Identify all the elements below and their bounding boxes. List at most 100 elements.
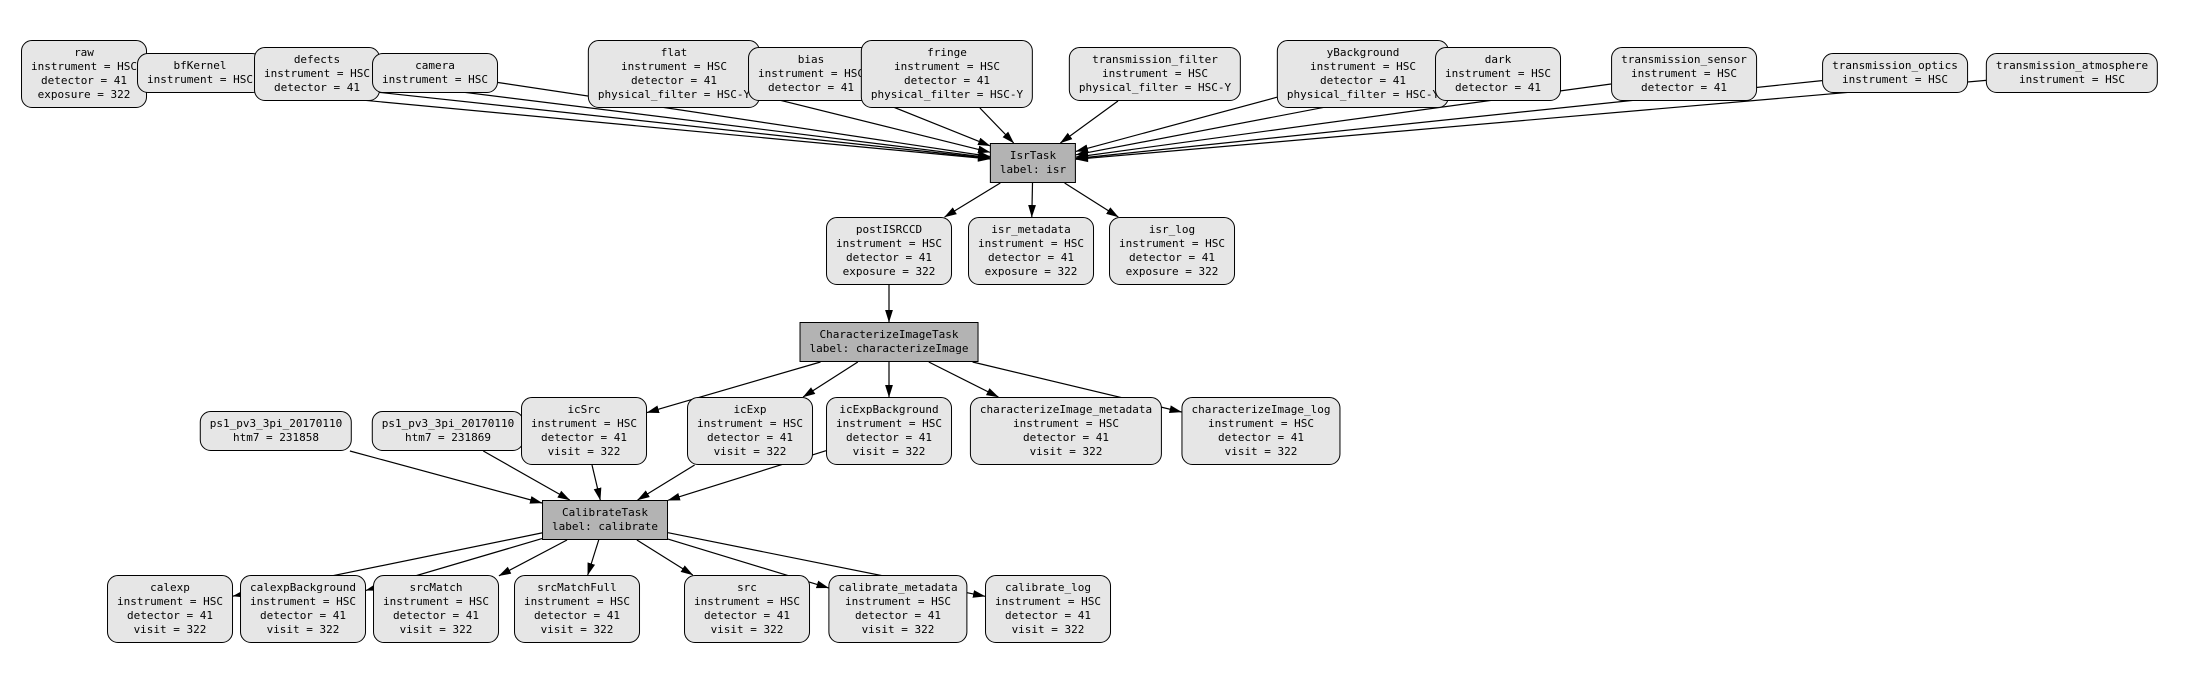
node-title: srcMatch: [409, 581, 463, 594]
node-title: transmission_optics: [1832, 59, 1958, 72]
node-dimension: detector = 41: [706, 431, 794, 444]
node-dimension: instrument = HSC: [697, 417, 803, 430]
node-title: dark: [1484, 53, 1512, 66]
node-title: postISRCCD: [855, 223, 923, 236]
node-dimension: instrument = HSC: [382, 73, 488, 86]
node-dimension: instrument = HSC: [836, 417, 942, 430]
node-title: IsrTask: [1009, 149, 1057, 162]
node-dimension: instrument = HSC: [383, 595, 489, 608]
node-dimension: detector = 41: [1217, 431, 1305, 444]
node-dimension: exposure = 322: [984, 265, 1078, 278]
edge-isr-to-postISRCCD: [944, 182, 1001, 218]
node-dimension: instrument = HSC: [1445, 67, 1551, 80]
node-dimension: detector = 41: [1319, 74, 1407, 87]
node-dimension: detector = 41: [392, 609, 480, 622]
node-title: srcMatchFull: [537, 581, 617, 594]
node-dimension: instrument = HSC: [894, 60, 1000, 73]
node-dimension: physical_filter = HSC-Y: [870, 88, 1024, 101]
node-dimension: instrument = HSC: [1102, 67, 1208, 80]
node-dimension: physical_filter = HSC-Y: [1286, 88, 1440, 101]
edge-calibrate-to-srcMatchFull: [587, 539, 600, 576]
node-dimension: visit = 322: [133, 623, 207, 636]
node-dimension: detector = 41: [1454, 81, 1542, 94]
node-title: calexpBackground: [250, 581, 356, 594]
node-dimension: exposure = 322: [842, 265, 936, 278]
node-title: raw: [74, 46, 94, 59]
node-dimension: instrument = HSC: [694, 595, 800, 608]
node-dimension: instrument = HSC: [117, 595, 223, 608]
node-dimension: instrument = HSC: [2019, 73, 2125, 86]
node-dimension: instrument = HSC: [1119, 237, 1225, 250]
node-dimension: instrument = HSC: [1631, 67, 1737, 80]
edge-icExp-to-calibrate: [637, 464, 695, 501]
edge-flat-to-isr: [759, 94, 991, 154]
node-dimension: visit = 322: [852, 445, 926, 458]
node-dimension: detector = 41: [1128, 251, 1216, 264]
node-dimension: label: calibrate: [552, 520, 658, 533]
node-dimension: instrument = HSC: [1310, 60, 1416, 73]
edge-defects-to-isr: [379, 81, 991, 161]
node-dimension: htm7 = 231869: [404, 431, 492, 444]
edge-icSrc-to-calibrate: [591, 464, 602, 501]
edge-ps1_a-to-calibrate: [349, 450, 543, 504]
node-title: isr_log: [1148, 223, 1196, 236]
edge-characterizeImage-to-icSrc: [646, 361, 821, 414]
node-dimension: instrument = HSC: [531, 417, 637, 430]
node-title: ps1_pv3_3pi_20170110: [209, 417, 343, 430]
node-dimension: detector = 41: [259, 609, 347, 622]
node-dimension: detector = 41: [273, 81, 361, 94]
node-dimension: instrument = HSC: [978, 237, 1084, 250]
node-title: isr_metadata: [991, 223, 1071, 236]
node-dimension: detector = 41: [703, 609, 791, 622]
edge-isr-to-isr_log: [1064, 182, 1119, 218]
node-title: icExp: [733, 403, 767, 416]
node-title: characterizeImage_log: [1191, 403, 1331, 416]
node-dimension: label: isr: [999, 163, 1067, 176]
node-dimension: detector = 41: [1004, 609, 1092, 622]
node-dimension: visit = 322: [861, 623, 935, 636]
node-dimension: instrument = HSC: [147, 73, 253, 86]
edge-calibrate-to-src: [636, 539, 694, 576]
edge-characterizeImage-to-characterizeImage_metadata: [928, 361, 999, 398]
node-title: calexp: [150, 581, 190, 594]
node-dimension: instrument = HSC: [1208, 417, 1314, 430]
edge-characterizeImage-to-icExp: [802, 361, 859, 398]
node-dimension: visit = 322: [1224, 445, 1298, 458]
edge-camera-to-isr: [497, 81, 991, 159]
node-dimension: detector = 41: [40, 74, 128, 87]
node-title: src: [737, 581, 757, 594]
node-dimension: detector = 41: [903, 74, 991, 87]
node-title: camera: [415, 59, 455, 72]
node-dimension: instrument = HSC: [264, 67, 370, 80]
node-dimension: visit = 322: [399, 623, 473, 636]
node-dimension: detector = 41: [1640, 81, 1728, 94]
node-dimension: detector = 41: [126, 609, 214, 622]
node-dimension: physical_filter = HSC-Y: [1078, 81, 1232, 94]
node-dimension: instrument = HSC: [1013, 417, 1119, 430]
node-title: characterizeImage_metadata: [979, 403, 1153, 416]
node-dimension: instrument = HSC: [845, 595, 951, 608]
node-dimension: visit = 322: [1029, 445, 1103, 458]
